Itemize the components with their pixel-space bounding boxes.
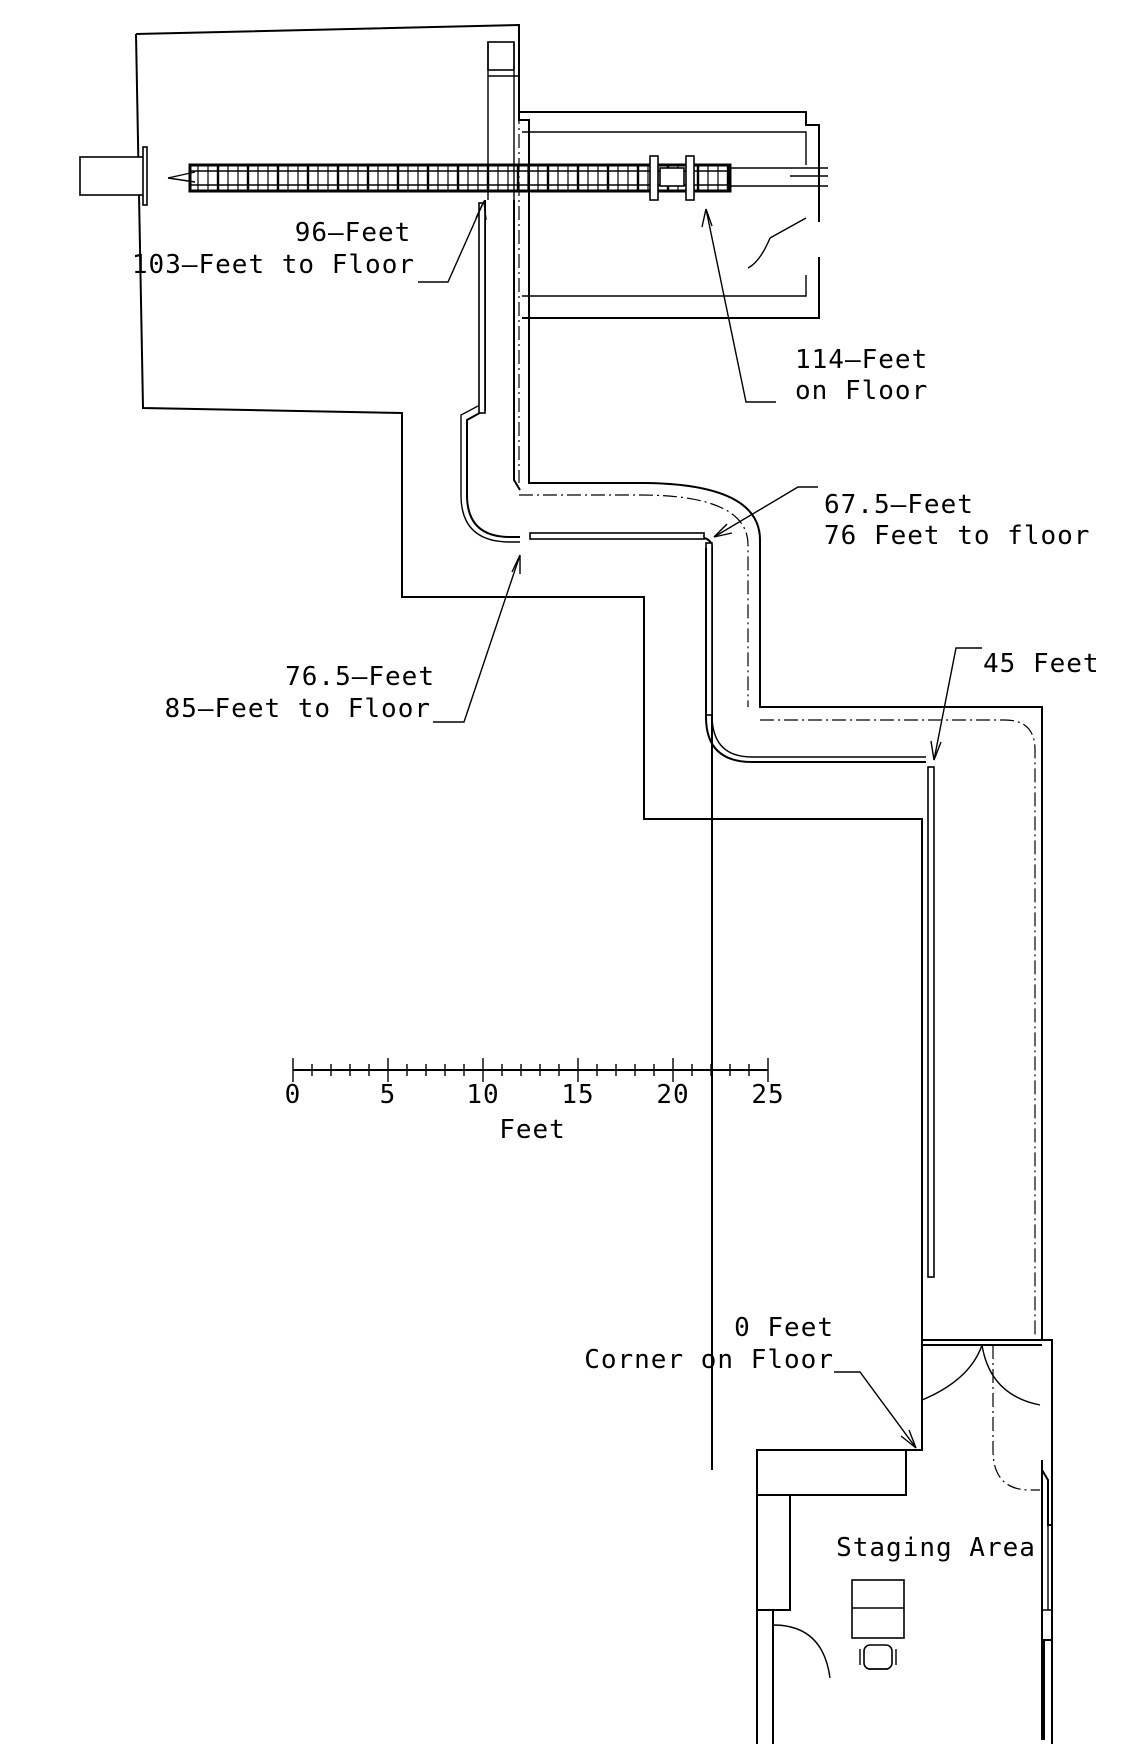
building-mid-right <box>522 257 820 319</box>
scale-bar-tick-label: 15 <box>561 1080 594 1110</box>
rail-clamp-1 <box>649 155 659 201</box>
leader-96 <box>418 200 485 283</box>
label-staging-area: Staging Area <box>836 1533 1036 1563</box>
scale-bar-tick-label: 20 <box>656 1080 689 1110</box>
leader-114-arrow <box>701 208 713 228</box>
leader-114 <box>705 208 776 403</box>
label-114-on-floor: on Floor <box>795 376 928 406</box>
leader-96-arrow <box>475 200 487 221</box>
leader-0 <box>834 1371 917 1449</box>
lower-right-walls <box>1041 1460 1052 1740</box>
corridor-inner-wall-2b <box>705 548 926 763</box>
scale-bar-tick-label: 25 <box>751 1080 784 1110</box>
left-box <box>79 156 145 196</box>
leader-675 <box>713 486 818 538</box>
leader-765-arrow <box>511 554 521 574</box>
building-top-right <box>519 111 820 222</box>
scale-bar-tick-label: 5 <box>380 1080 397 1110</box>
corridor-inner-wall-1b <box>460 205 520 543</box>
wall-segment-765 <box>529 532 705 540</box>
building-outline-left <box>135 33 923 1451</box>
rail-clamp-2 <box>685 155 695 201</box>
label-114-feet: 114—Feet <box>795 345 928 375</box>
corridor-left-edge <box>513 200 521 491</box>
building-top-right-inner <box>522 131 807 165</box>
leader-765 <box>433 554 521 723</box>
label-96-feet: 96—Feet <box>295 218 412 248</box>
staging-desk <box>851 1579 905 1639</box>
leader-45-arrow <box>930 740 942 761</box>
left-plate <box>142 146 148 206</box>
staging-door-swing <box>772 1624 831 1679</box>
label-0-feet: 0 Feet <box>734 1313 834 1343</box>
scale-bar-tick-label: 10 <box>466 1080 499 1110</box>
label-45-feet: 45 Feet <box>983 649 1100 679</box>
label-675-feet: 67.5—Feet <box>824 490 974 520</box>
leader-675-arrow <box>713 523 733 538</box>
scale-bar-unit: Feet <box>499 1115 566 1145</box>
rail-carriage <box>659 167 685 187</box>
corridor-inner-wall-2c <box>711 714 926 758</box>
leader-45 <box>933 647 982 761</box>
corridor-inner-wall-1 <box>466 200 520 538</box>
label-85-to-floor: 85—Feet to Floor <box>165 694 431 724</box>
label-765-feet: 76.5—Feet <box>285 662 435 692</box>
corridor-outer-wall <box>529 482 1053 1744</box>
staging-chair-back <box>859 1649 897 1670</box>
lower-corridor-dash <box>992 1345 1040 1491</box>
door-swing-lower-left <box>921 1344 983 1401</box>
scale-bar-tick-label: 0 <box>285 1080 302 1110</box>
rail-ladder <box>188 163 732 193</box>
upper-column <box>487 41 515 71</box>
lower-right-tab <box>1042 1525 1052 1611</box>
rail-extension <box>730 167 828 187</box>
wall-segment-45 <box>927 766 935 1278</box>
label-76-to-floor: 76 Feet to floor <box>824 521 1090 551</box>
lower-door-frame <box>922 1339 1042 1346</box>
staging-inner-wall <box>756 1495 791 1744</box>
wall-post-96 <box>478 202 486 414</box>
building-mid-right-inner <box>522 275 807 297</box>
corridor-centerline-1 <box>518 110 749 707</box>
label-corner-on-floor: Corner on Floor <box>584 1345 834 1375</box>
leader-0-arrow <box>900 1429 917 1449</box>
rail-frame <box>188 163 732 193</box>
door-swing-right <box>747 217 807 269</box>
staging-chair <box>863 1644 893 1670</box>
label-103-to-floor: 103—Feet to Floor <box>132 250 415 280</box>
corridor-centerline-2 <box>760 719 1036 1336</box>
door-swing-lower-right <box>981 1344 1041 1406</box>
